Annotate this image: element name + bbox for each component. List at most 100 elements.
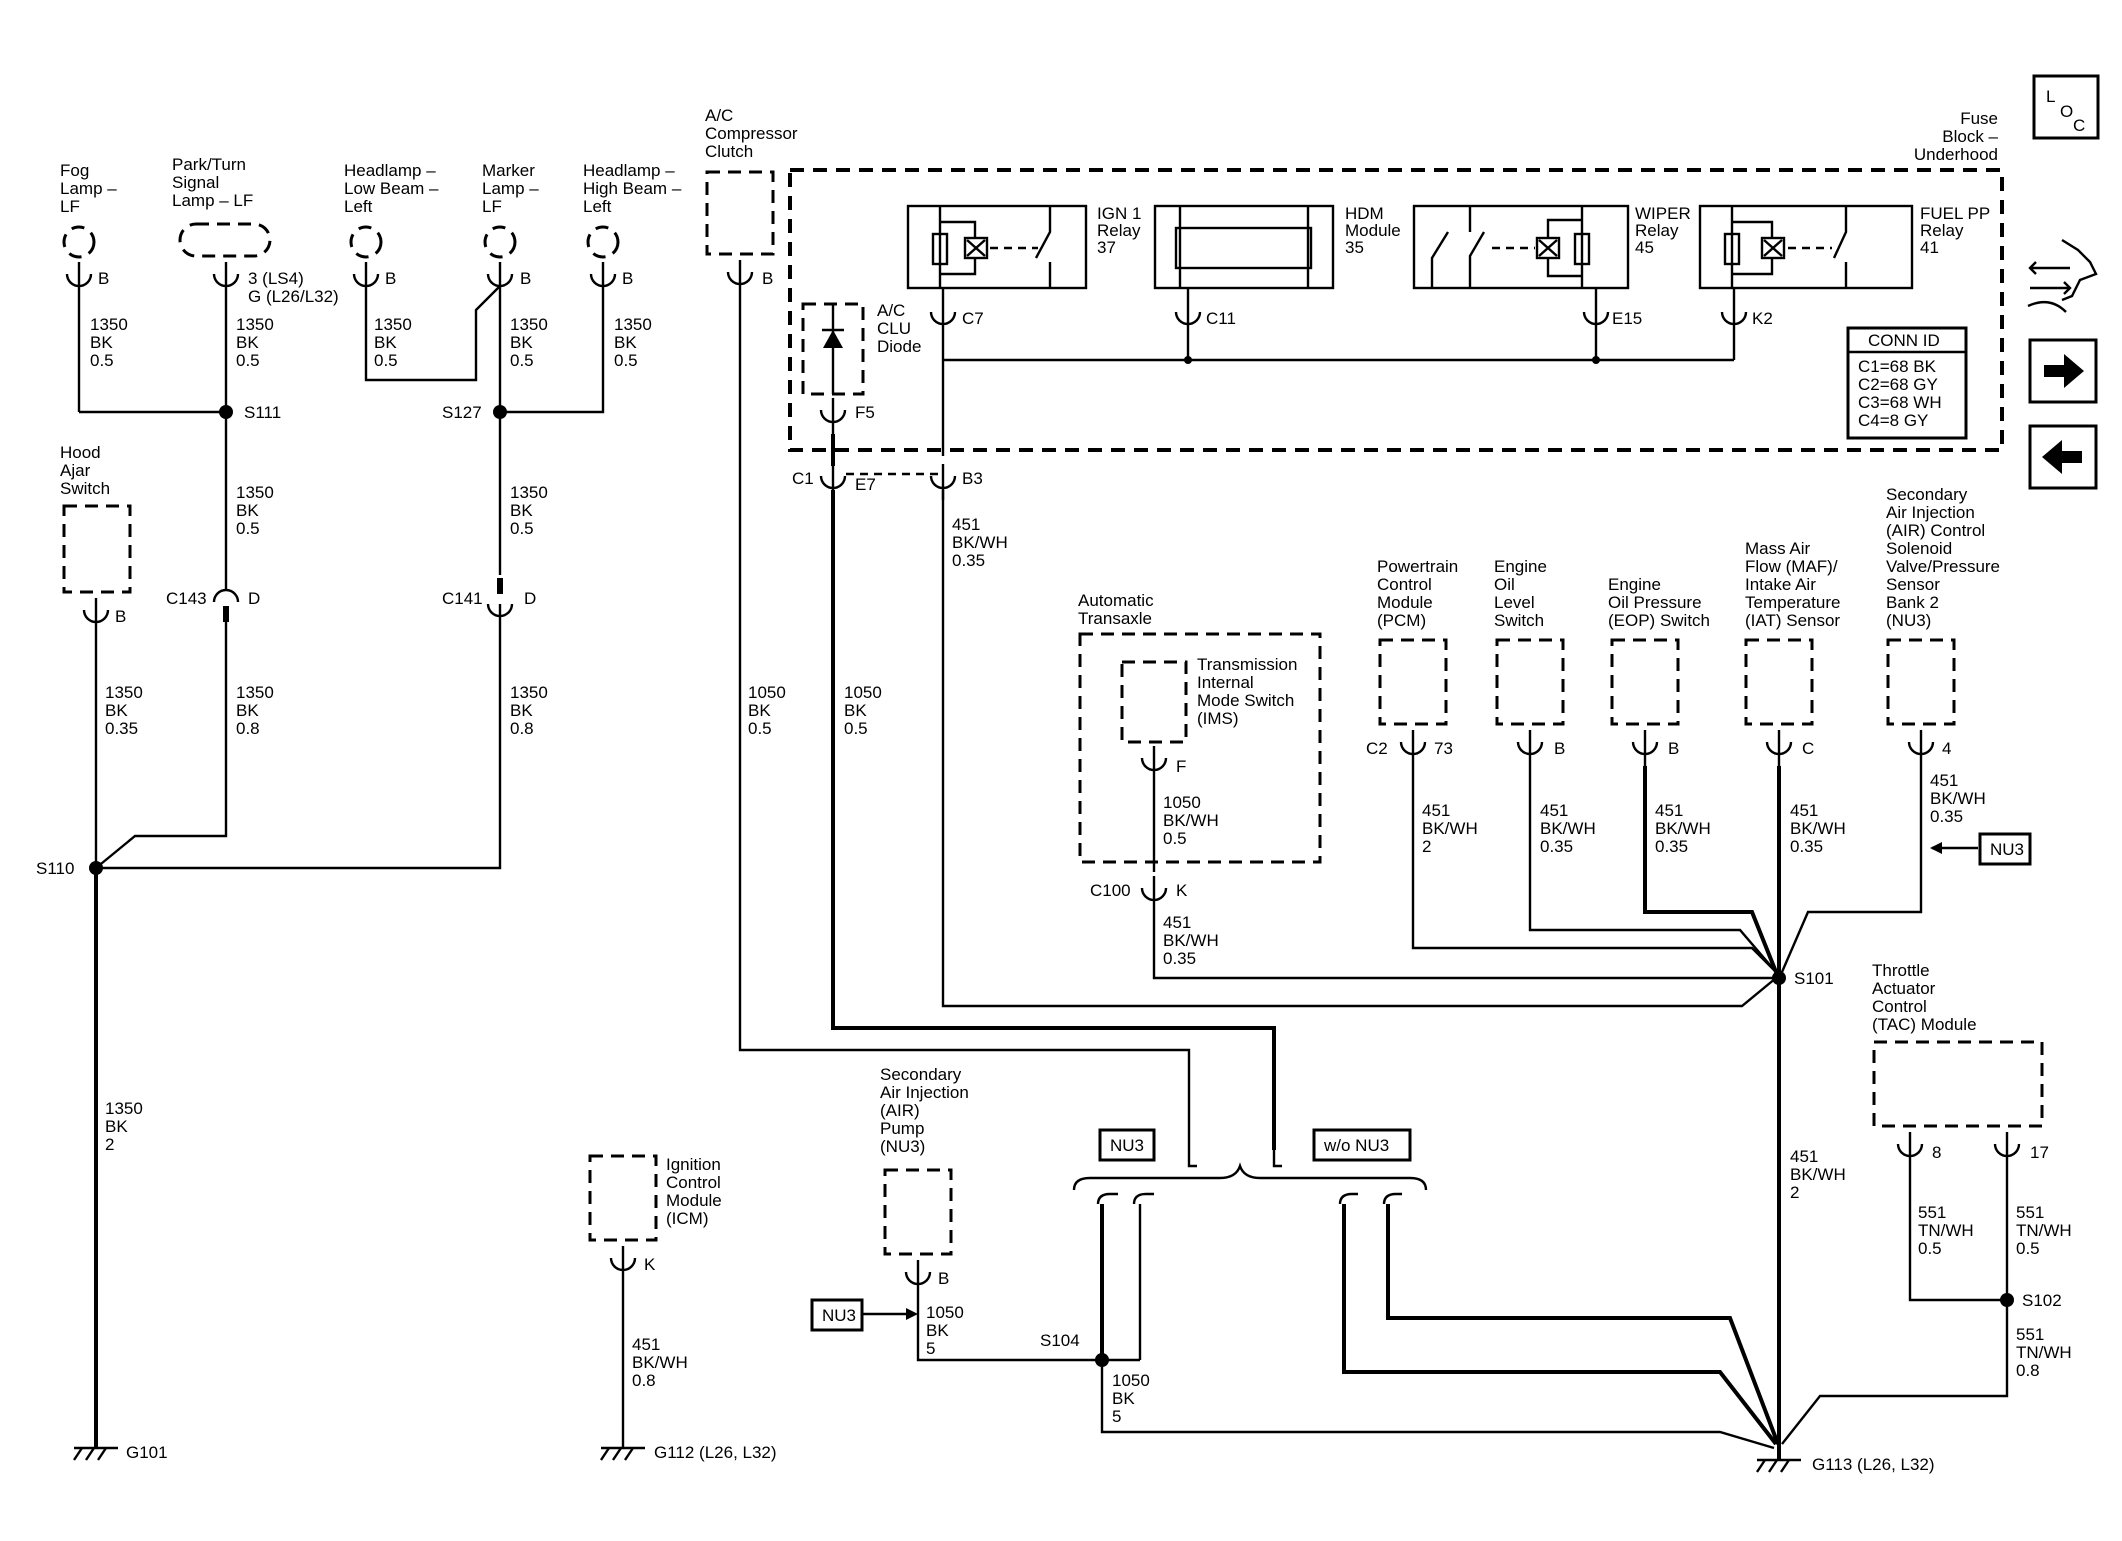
conn-id-rows-1-label: C2=68 GY — [1858, 375, 1938, 394]
components-icm-3-label: (ICM) — [666, 1209, 708, 1228]
wires-lowbeam-0-label: 1350 — [374, 315, 412, 334]
components-tac-2-label: Control — [1872, 997, 1927, 1016]
ignition-control-module: Ignition Control Module (ICM) K 451 BK/W… — [588, 1154, 722, 1448]
components-ac-comp-0-label: A/C — [705, 106, 733, 125]
nu3-option-badge[interactable] — [1098, 1128, 1156, 1162]
loc-letter-o: O — [2060, 102, 2073, 121]
park-turn-lamp: Park/Turn Signal Lamp – LF 3 (LS4) G (L2… — [172, 155, 339, 412]
wires-c1-2-label: 0.5 — [844, 719, 868, 738]
wires-s102-g113-1-label: TN/WH — [2016, 1343, 2072, 1362]
splices-s127-label: S127 — [442, 403, 482, 422]
wires-s127-c141-1-label: BK — [510, 501, 533, 520]
wires-c141-s110-1-label: BK — [510, 701, 533, 720]
wires-marker-2-label: 0.5 — [510, 351, 534, 370]
wires-g101-2-label: 2 — [105, 1135, 114, 1154]
hdm-module: HDM Module 35 — [1153, 204, 1401, 290]
components-air-sol-4-label: Valve/Pressure — [1886, 557, 2000, 576]
park-lamp-label-2: Signal — [172, 173, 219, 192]
low-beam-label-3: Left — [344, 197, 373, 216]
components-air-pump-1-label: Air Injection — [880, 1083, 969, 1102]
components-air-sol-3-label: Solenoid — [1886, 539, 1952, 558]
components-ac-comp-2-label: Clutch — [705, 142, 753, 161]
wires-s102-g113-0-label: 551 — [2016, 1325, 2044, 1344]
high-beam-pin: B — [622, 269, 633, 288]
wires-s101-g113-0-label: 451 — [1790, 1147, 1818, 1166]
pin-c7-label: C7 — [962, 309, 984, 328]
wiper-relay-label-1: WIPER — [1635, 204, 1691, 223]
conn-id-title-label: CONN ID — [1868, 331, 1940, 350]
wires-b3-2-label: 0.35 — [952, 551, 985, 570]
components-air-sol-0-label: Secondary — [1886, 485, 1968, 504]
wires-s111-c143-2-label: 0.5 — [236, 519, 260, 538]
loc-letter-l: L — [2046, 87, 2055, 106]
wires-c1-1-label: BK — [844, 701, 867, 720]
without-nu3-option-badge[interactable] — [1312, 1128, 1412, 1162]
wires-highbeam-0-label: 1350 — [614, 315, 652, 334]
nu3-pump-badge[interactable] — [810, 1298, 864, 1332]
pin-c1-label: C1 — [792, 469, 814, 488]
components-hood-2-label: Switch — [60, 479, 110, 498]
options-wo-nu3-label: w/o NU3 — [1323, 1136, 1389, 1155]
top-left-wire-labels: 1350 BK 0.5 1350 BK 0.5 1350 BK 0.5 1350… — [90, 315, 652, 370]
wires-hood-s110-2-label: 0.35 — [105, 719, 138, 738]
high-beam-label-2: High Beam – — [583, 179, 682, 198]
pins-c143-label: C143 — [166, 589, 207, 608]
wires-highbeam-1-label: BK — [614, 333, 637, 352]
wires-ac-comp-2-label: 0.5 — [748, 719, 772, 738]
harness-icon[interactable] — [2027, 238, 2098, 313]
wires-c100-0-label: 451 — [1163, 913, 1191, 932]
components-maf-4-label: (IAT) Sensor — [1745, 611, 1840, 630]
ac-clutch-diode: A/C CLU Diode F5 — [801, 301, 921, 436]
high-beam-headlamp: Headlamp – High Beam – Left B — [500, 161, 682, 414]
previous-page-button[interactable] — [2028, 424, 2098, 490]
wires-s127-c141-2-label: 0.5 — [510, 519, 534, 538]
wires-c100-2-label: 0.35 — [1163, 949, 1196, 968]
wires-s111-c143-1-label: BK — [236, 501, 259, 520]
components-ac-comp-1-label: Compressor — [705, 124, 798, 143]
pins-air-sol-label: 4 — [1942, 739, 1951, 758]
components-maf-2-label: Intake Air — [1745, 575, 1816, 594]
wires-s102-g113-2-label: 0.8 — [2016, 1361, 2040, 1380]
components-trans-1-label: Transaxle — [1078, 609, 1152, 628]
wires-park-2-label: 0.5 — [236, 351, 260, 370]
pin-e15-label: E15 — [1612, 309, 1642, 328]
components-pcm-1-label: Control — [1377, 575, 1432, 594]
marker-lamp: Marker Lamp – LF B — [482, 161, 539, 412]
components-oil-level-3-label: Switch — [1494, 611, 1544, 630]
components-icm-2-label: Module — [666, 1191, 722, 1210]
high-beam-label-1: Headlamp – — [583, 161, 675, 180]
splice-s127: S127 1350 BK 0.5 — [442, 403, 548, 575]
wires-pcm-1-label: BK/WH — [1422, 819, 1478, 838]
splices-s111-label: S111 — [244, 403, 281, 422]
wires-c100-1-label: BK/WH — [1163, 931, 1219, 950]
wires-s104-g113-2-label: 5 — [1112, 1407, 1121, 1426]
pin-c11-label: C11 — [1206, 309, 1236, 328]
components-air-sol-6-label: Bank 2 — [1886, 593, 1939, 612]
wiper-relay-label-2: Relay — [1635, 221, 1679, 240]
grounds-g101-label: G101 — [126, 1443, 168, 1462]
loc-button[interactable]: L O C — [2032, 74, 2100, 140]
pins-hood-label: B — [115, 607, 126, 626]
wires-g101-1-label: BK — [105, 1117, 128, 1136]
engine-oil-level-switch: Engine Oil Level Switch B 451 BK/WH 0.35 — [1494, 557, 1777, 973]
components-maf-3-label: Temperature — [1745, 593, 1840, 612]
wires-fog-2-label: 0.5 — [90, 351, 114, 370]
fog-lamp-pin: B — [98, 269, 109, 288]
wires-s111-c143-0-label: 1350 — [236, 483, 274, 502]
conn-id-rows-3-label: C4=8 GY — [1858, 411, 1928, 430]
wires-c143-s110-1-label: BK — [236, 701, 259, 720]
pins-oil-level-label: B — [1554, 739, 1565, 758]
fuel-pump-relay-label-3: 41 — [1920, 238, 1939, 257]
wires-s104-g113-1-label: BK — [1112, 1389, 1135, 1408]
wires-tac-b-0-label: 551 — [2016, 1203, 2044, 1222]
wires-hood-s110-1-label: BK — [105, 701, 128, 720]
pins-maf-label: C — [1802, 739, 1814, 758]
nu3-badge[interactable] — [1978, 832, 2032, 866]
next-page-button[interactable] — [2028, 338, 2098, 404]
wires-tac-a-1-label: TN/WH — [1918, 1221, 1974, 1240]
pins-c141-label: C141 — [442, 589, 483, 608]
components-ims-3-label: (IMS) — [1197, 709, 1239, 728]
pins-eop-label: B — [1668, 739, 1679, 758]
components-tac-3-label: (TAC) Module — [1872, 1015, 1977, 1034]
